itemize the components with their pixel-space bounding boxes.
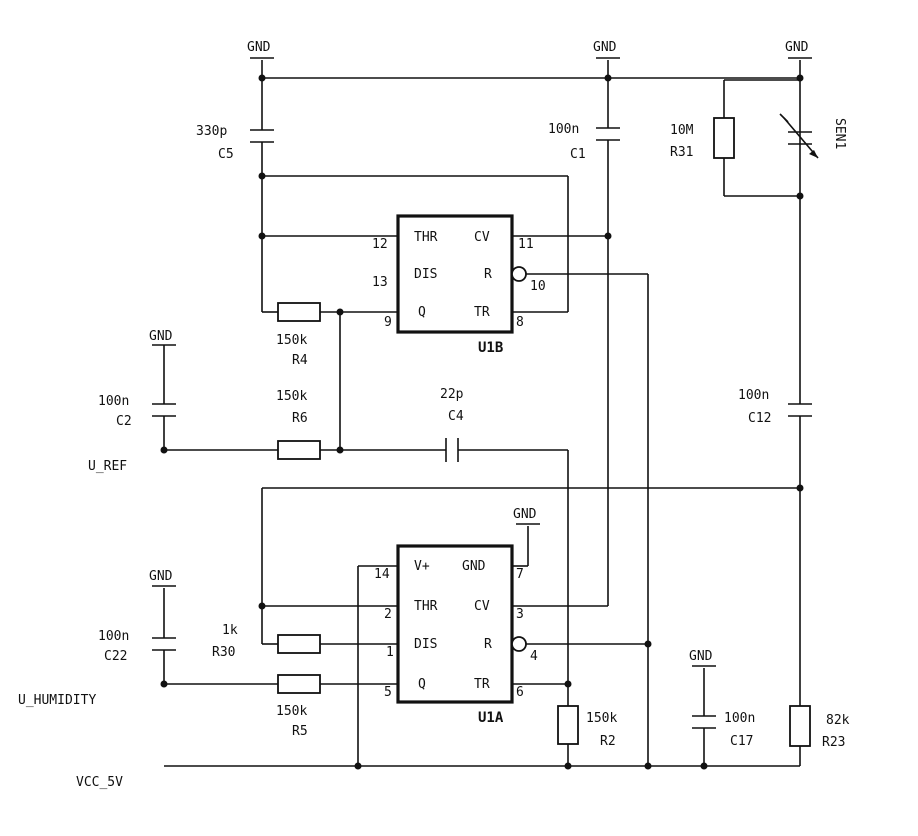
svg-text:U1A: U1A	[478, 710, 504, 726]
ic-u1a: V+ GND THR CV DIS R Q TR 14 7 2 3 1 4 5 …	[374, 544, 538, 726]
svg-text:C12: C12	[748, 411, 771, 426]
svg-text:150k: 150k	[276, 333, 307, 348]
capacitor-c5: 330p C5	[196, 124, 274, 162]
svg-text:C2: C2	[116, 414, 132, 429]
svg-text:C22: C22	[104, 649, 127, 664]
ic-u1b: THR CV DIS R Q TR 12 11 13 10 9 8 U1B	[372, 214, 546, 356]
svg-text:10M: 10M	[670, 123, 694, 138]
svg-text:6: 6	[516, 685, 524, 700]
svg-text:GND: GND	[513, 507, 537, 522]
gnd-symbol-c2: GND	[149, 329, 176, 346]
resistor-r30: 1k R30	[212, 623, 321, 660]
svg-text:82k: 82k	[826, 713, 850, 728]
capacitor-c4: 22p C4	[440, 387, 464, 462]
net-label-vcc: VCC_5V	[76, 775, 123, 790]
svg-text:THR: THR	[414, 599, 438, 614]
svg-text:U1B: U1B	[478, 340, 503, 356]
svg-text:GND: GND	[785, 40, 809, 55]
gnd-symbol-c5: GND	[247, 40, 274, 59]
sensor-sen1: SEN1	[779, 113, 847, 159]
svg-text:C1: C1	[570, 147, 586, 162]
svg-text:330p: 330p	[196, 124, 227, 139]
junctions	[160, 74, 804, 770]
svg-text:SEN1: SEN1	[832, 118, 847, 149]
resistor-r6: 150k R6	[276, 389, 321, 460]
svg-text:TR: TR	[474, 305, 490, 320]
svg-text:100n: 100n	[724, 711, 755, 726]
net-label-u-humidity: U_HUMIDITY	[18, 693, 96, 708]
capacitor-c17: 100n C17	[692, 711, 755, 749]
resistor-r4: 150k R4	[276, 302, 321, 368]
capacitor-c12: 100n C12	[738, 388, 812, 426]
svg-text:100n: 100n	[98, 629, 129, 644]
svg-text:GND: GND	[149, 569, 173, 584]
svg-text:13: 13	[372, 275, 388, 290]
svg-text:THR: THR	[414, 230, 438, 245]
svg-text:GND: GND	[689, 649, 713, 664]
svg-text:R30: R30	[212, 645, 235, 660]
svg-text:R: R	[484, 637, 492, 652]
svg-text:1k: 1k	[222, 623, 238, 638]
svg-text:14: 14	[374, 567, 390, 582]
svg-text:22p: 22p	[440, 387, 464, 402]
svg-text:9: 9	[384, 315, 392, 330]
svg-text:Q: Q	[418, 305, 426, 320]
svg-text:150k: 150k	[276, 389, 307, 404]
svg-text:3: 3	[516, 607, 524, 622]
svg-text:R: R	[484, 267, 492, 282]
svg-text:GND: GND	[593, 40, 617, 55]
svg-text:R6: R6	[292, 411, 308, 426]
resistor-r2: 150k R2	[557, 705, 617, 749]
svg-text:2: 2	[384, 607, 392, 622]
gnd-symbol-c1: GND	[593, 40, 620, 59]
svg-text:CV: CV	[474, 599, 490, 614]
svg-text:10: 10	[530, 279, 546, 294]
svg-text:12: 12	[372, 237, 388, 252]
svg-text:5: 5	[384, 685, 392, 700]
svg-text:150k: 150k	[276, 704, 307, 719]
gnd-symbol-c22: GND	[149, 569, 176, 587]
svg-text:8: 8	[516, 315, 524, 330]
svg-text:R31: R31	[670, 145, 693, 160]
svg-text:CV: CV	[474, 230, 490, 245]
resistor-r5: 150k R5	[276, 674, 321, 739]
capacitor-c22: 100n C22	[98, 629, 176, 664]
svg-text:DIS: DIS	[414, 637, 437, 652]
svg-text:R4: R4	[292, 353, 308, 368]
resistor-r31: 10M R31	[670, 117, 735, 160]
capacitor-c1: 100n C1	[548, 122, 620, 162]
resistor-r23: 82k R23	[789, 705, 850, 750]
svg-text:7: 7	[516, 567, 524, 582]
svg-text:C4: C4	[448, 409, 464, 424]
net-label-u-ref: U_REF	[88, 459, 127, 474]
svg-text:R23: R23	[822, 735, 845, 750]
svg-text:100n: 100n	[98, 394, 129, 409]
svg-text:100n: 100n	[548, 122, 579, 137]
gnd-symbol-sensor: GND	[785, 40, 812, 59]
svg-text:DIS: DIS	[414, 267, 437, 282]
svg-text:150k: 150k	[586, 711, 617, 726]
svg-text:C5: C5	[218, 147, 234, 162]
svg-text:V+: V+	[414, 559, 430, 574]
gnd-symbol-u1a: GND	[513, 507, 540, 525]
svg-text:TR: TR	[474, 677, 490, 692]
svg-text:1: 1	[386, 645, 394, 660]
wiring	[163, 60, 801, 767]
capacitor-c2: 100n C2	[98, 394, 176, 429]
svg-text:R2: R2	[600, 734, 616, 749]
svg-text:Q: Q	[418, 677, 426, 692]
gnd-symbol-c17: GND	[689, 649, 716, 667]
svg-text:GND: GND	[462, 559, 486, 574]
svg-text:GND: GND	[149, 329, 173, 344]
svg-text:C17: C17	[730, 734, 753, 749]
svg-text:GND: GND	[247, 40, 271, 55]
svg-text:11: 11	[518, 237, 534, 252]
svg-text:100n: 100n	[738, 388, 769, 403]
svg-text:4: 4	[530, 649, 538, 664]
svg-text:R5: R5	[292, 724, 308, 739]
